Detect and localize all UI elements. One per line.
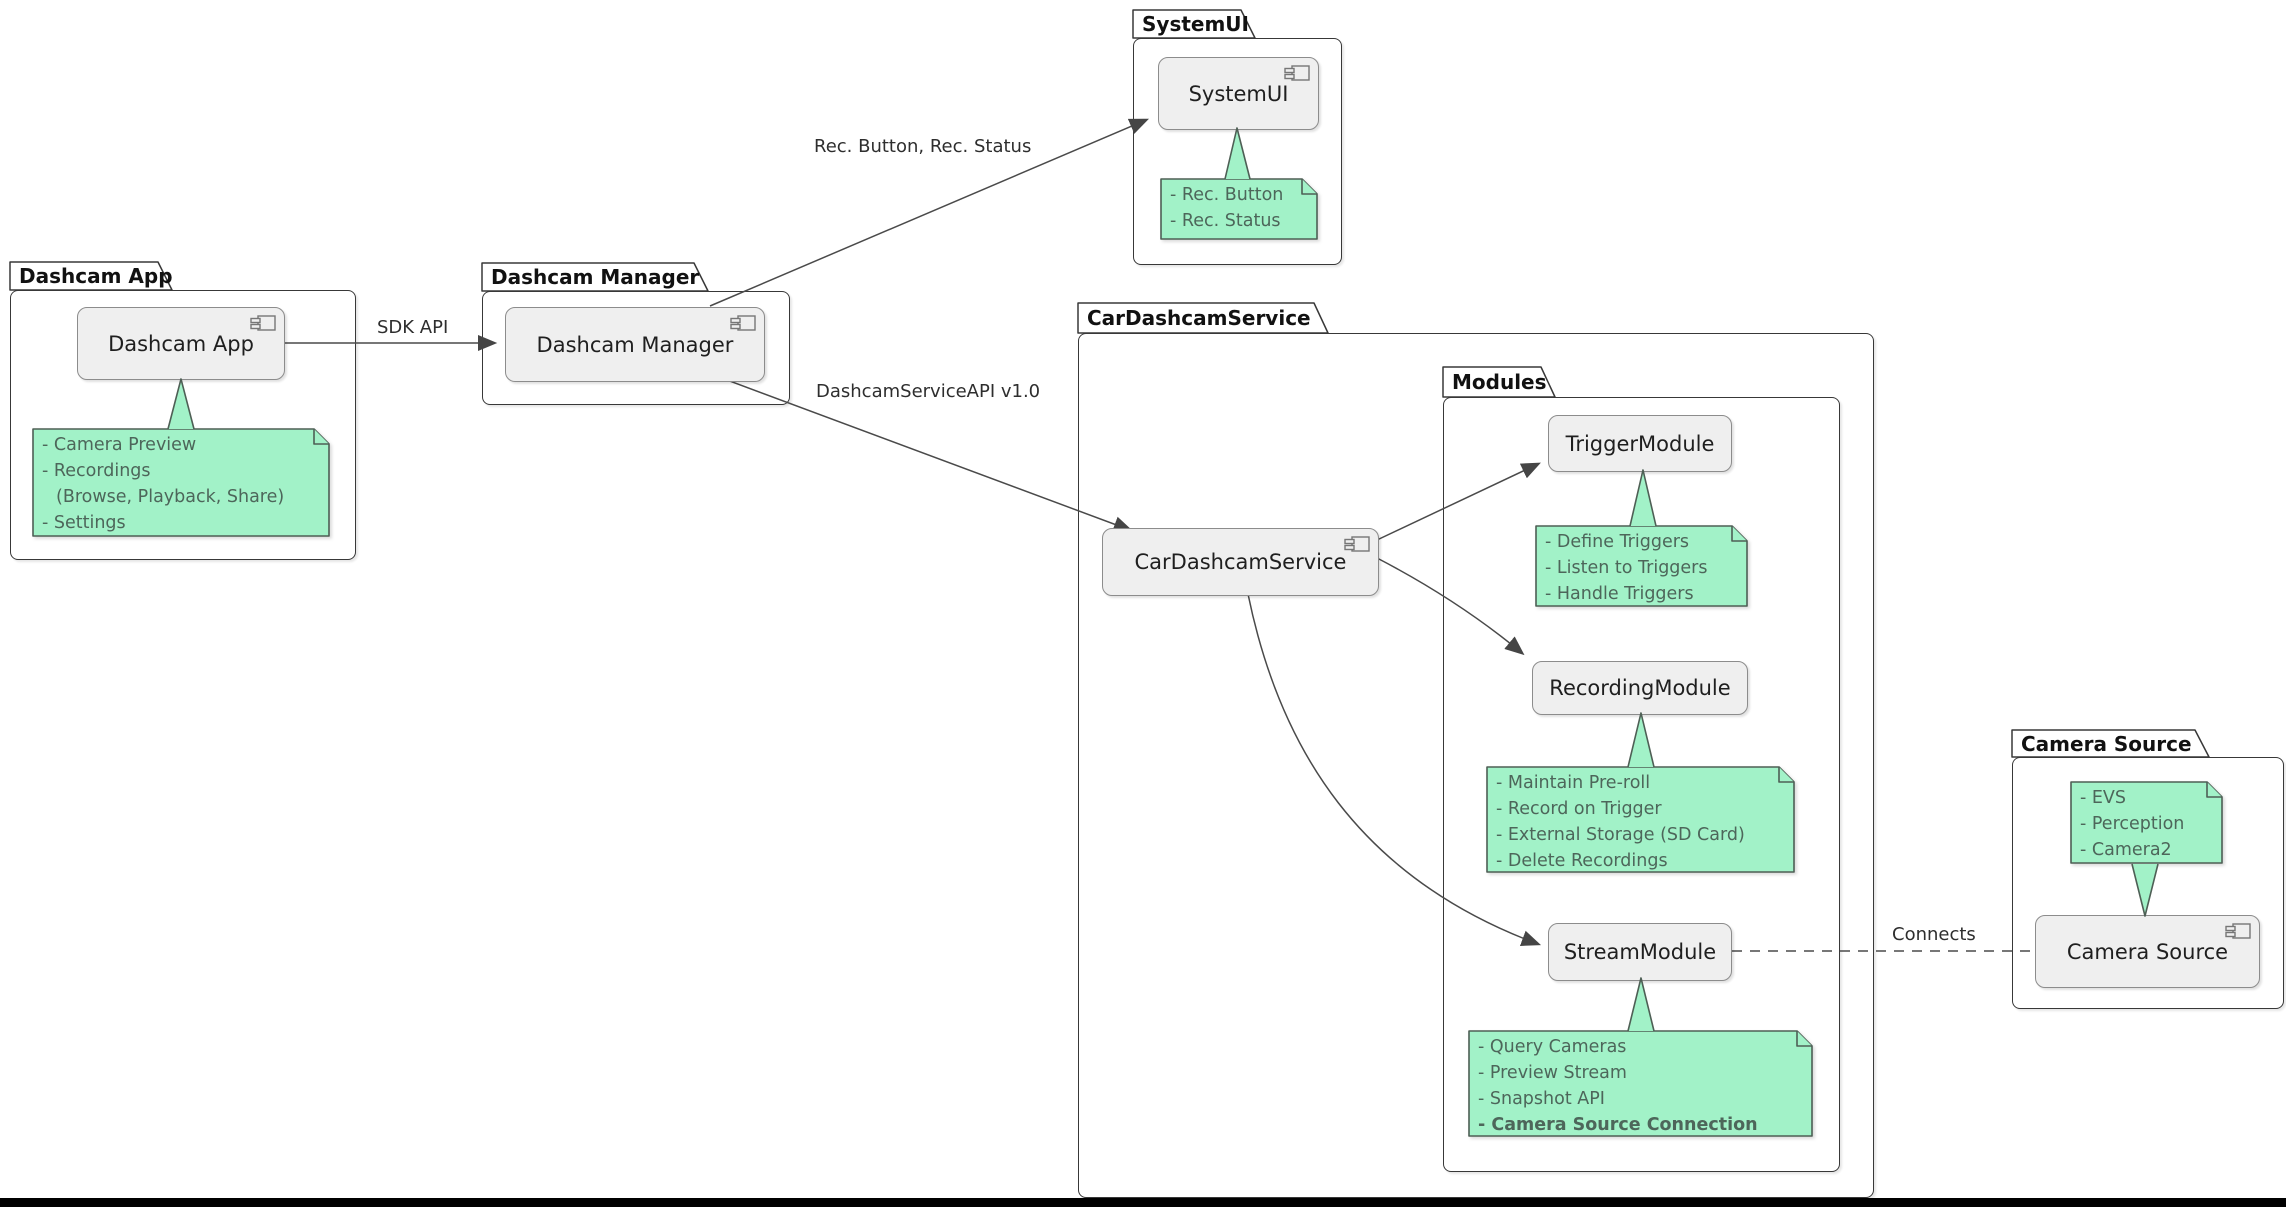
note-line: - Camera Source Connection <box>1478 1115 1758 1135</box>
note-line: - Settings <box>42 513 126 533</box>
component-car-dashcam-service: CarDashcamService <box>1102 528 1379 596</box>
package-title-systemui: SystemUI <box>1142 12 1249 36</box>
edge-label-service-api: DashcamServiceAPI v1.0 <box>816 381 1041 402</box>
component-label: TriggerModule <box>1565 431 1715 456</box>
note-line: - Record on Trigger <box>1496 799 1662 819</box>
component-label: CarDashcamService <box>1134 550 1347 574</box>
note-systemui: - Rec. Button - Rec. Status <box>1160 178 1318 240</box>
note-line: - EVS <box>2080 788 2127 808</box>
component-systemui: SystemUI <box>1158 57 1319 130</box>
component-label: Dashcam App <box>108 331 254 356</box>
package-title-dashcam-manager: Dashcam Manager <box>491 265 700 289</box>
component-icon <box>2225 922 2252 946</box>
component-icon <box>250 314 277 338</box>
component-icon <box>1344 535 1371 559</box>
note-line: - Rec. Status <box>1170 211 1281 231</box>
note-line: - Delete Recordings <box>1496 851 1668 871</box>
bottom-bar <box>0 1198 2286 1207</box>
note-line: - Define Triggers <box>1545 532 1690 552</box>
package-title-dashcam-app: Dashcam App <box>19 264 173 288</box>
note-line: - Recordings <box>42 461 151 481</box>
note-shape <box>1160 178 1318 240</box>
note-stream-module: - Query Cameras - Preview Stream - Snaps… <box>1468 1030 1813 1137</box>
package-title-camera-source: Camera Source <box>2021 731 2192 756</box>
note-line: - Camera2 <box>2080 840 2172 860</box>
note-line: - Preview Stream <box>1478 1063 1627 1083</box>
note-line: - Query Cameras <box>1478 1037 1627 1057</box>
component-icon <box>1284 64 1311 88</box>
note-line: - Listen to Triggers <box>1545 558 1708 578</box>
note-dashcam-app: - Camera Preview - Recordings (Browse, P… <box>32 428 330 537</box>
package-title-modules: Modules <box>1452 370 1547 394</box>
note-line: - Handle Triggers <box>1545 584 1694 604</box>
component-recording-module: RecordingModule <box>1532 661 1748 715</box>
note-trigger-module: - Define Triggers - Listen to Triggers -… <box>1535 525 1748 607</box>
note-shape <box>1468 1030 1813 1137</box>
component-dashcam-manager: Dashcam Manager <box>505 307 765 382</box>
component-dashcam-app: Dashcam App <box>77 307 285 380</box>
component-label: Dashcam Manager <box>536 332 734 357</box>
note-recording-module: - Maintain Pre-roll - Record on Trigger … <box>1486 766 1795 873</box>
note-shape <box>1535 525 1748 607</box>
edge-label-connects: Connects <box>1892 924 1976 945</box>
component-label: Camera Source <box>2066 939 2229 964</box>
note-shape <box>32 428 330 537</box>
component-label: SystemUI <box>1188 81 1289 106</box>
component-icon <box>730 314 757 338</box>
note-line: (Browse, Playback, Share) <box>56 487 285 507</box>
note-line: - Rec. Button <box>1170 185 1284 205</box>
component-label: RecordingModule <box>1549 676 1731 700</box>
note-line: - Snapshot API <box>1478 1089 1605 1109</box>
edge-label-sdk-api: SDK API <box>377 317 449 338</box>
component-camera-source: Camera Source <box>2035 915 2260 988</box>
note-line: - Camera Preview <box>42 435 197 455</box>
component-trigger-module: TriggerModule <box>1548 415 1732 472</box>
component-label: StreamModule <box>1563 940 1717 964</box>
note-line: - External Storage (SD Card) <box>1496 825 1745 845</box>
package-title-car-dashcam-service: CarDashcamService <box>1087 306 1311 330</box>
note-camera-source: - EVS - Perception - Camera2 <box>2070 781 2223 864</box>
note-shape <box>2070 781 2223 864</box>
component-stream-module: StreamModule <box>1548 923 1732 981</box>
note-line: - Maintain Pre-roll <box>1496 773 1651 793</box>
edge-label-rec-ui: Rec. Button, Rec. Status <box>814 136 1032 157</box>
note-line: - Perception <box>2080 814 2185 834</box>
